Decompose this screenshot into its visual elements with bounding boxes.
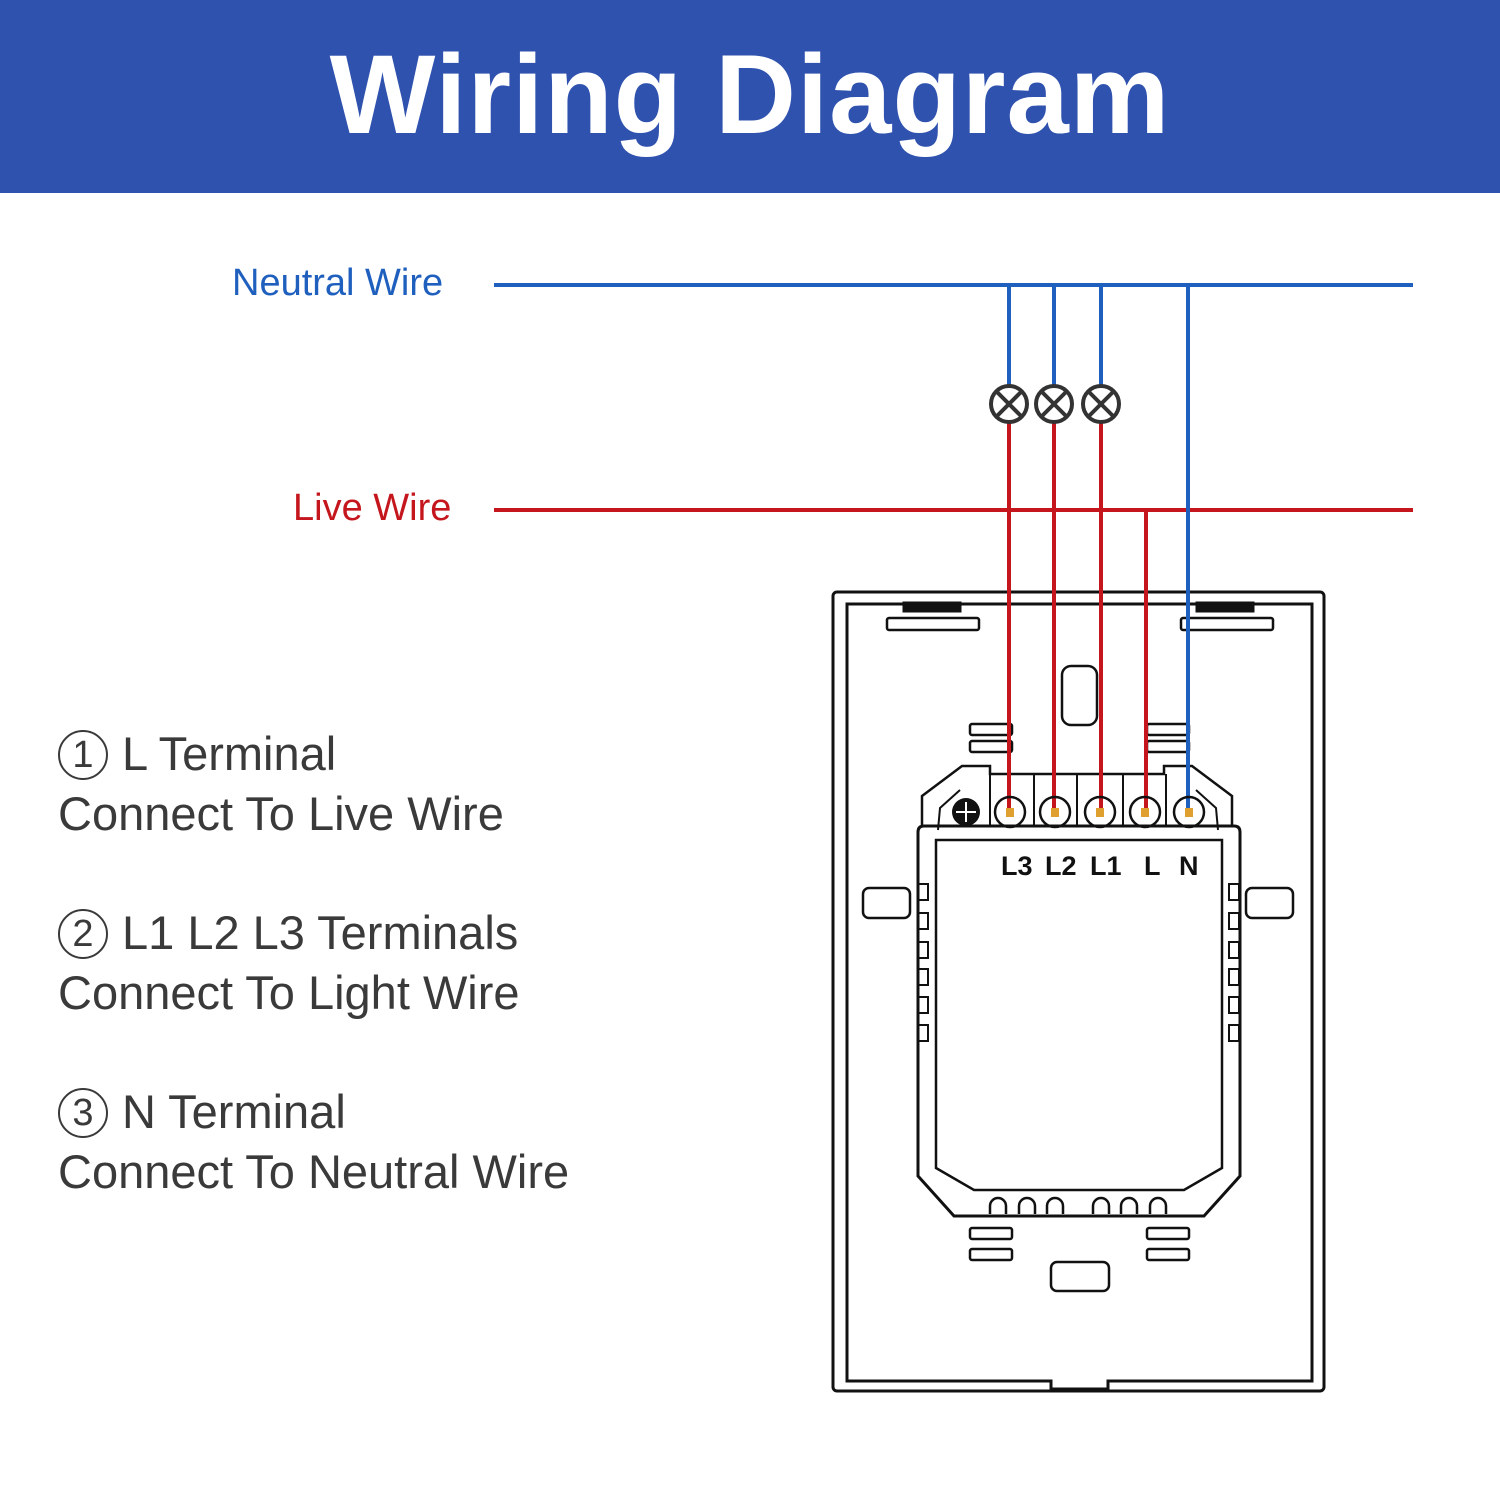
neutral-wire-label: Neutral Wire: [232, 262, 444, 304]
instruction-title-text: L Terminal: [122, 727, 337, 780]
live-wire-label: Live Wire: [293, 487, 452, 529]
terminal-label-l1: L1: [1090, 851, 1122, 881]
number-badge: 2: [58, 909, 108, 959]
terminal-label-l2: L2: [1045, 851, 1077, 881]
instruction-description: Connect To Neutral Wire: [58, 1145, 570, 1198]
instruction-title-text: L1 L2 L3 Terminals: [122, 906, 519, 959]
instruction-1: 1 L Terminal Connect To Live Wire: [58, 724, 569, 844]
outer-plate: [831, 590, 1326, 1393]
switch-body: [831, 590, 1326, 1393]
instruction-title: 3 N Terminal: [58, 1082, 569, 1142]
side-slot-left: [861, 886, 912, 920]
bottom-pins: [988, 1196, 1168, 1214]
number-badge: 3: [58, 1088, 108, 1138]
instruction-description: Connect To Light Wire: [58, 966, 520, 1019]
top-clip-left: [902, 601, 962, 613]
page-title: Wiring Diagram: [329, 32, 1171, 157]
instruction-title: 2 L1 L2 L3 Terminals: [58, 903, 569, 963]
side-slot-right: [1244, 886, 1295, 920]
terminal-l2: [1038, 795, 1072, 829]
terminal-label-l: L: [1144, 851, 1161, 881]
number-badge: 1: [58, 730, 108, 780]
terminals: [993, 795, 1206, 829]
instruction-2: 2 L1 L2 L3 Terminals Connect To Light Wir…: [58, 903, 569, 1023]
lamp-icon: [989, 384, 1029, 424]
instruction-description: Connect To Live Wire: [58, 787, 504, 840]
terminal-l: [1128, 795, 1162, 829]
light-wires: [1007, 422, 1148, 812]
lamp-icon: [1081, 384, 1121, 424]
instruction-3: 3 N Terminal Connect To Neutral Wire: [58, 1082, 569, 1202]
ground-screw-icon: [952, 798, 980, 826]
header-banner: Wiring Diagram: [0, 0, 1500, 193]
top-slot-right: [1179, 616, 1275, 632]
instruction-title-text: N Terminal: [122, 1085, 346, 1138]
terminal-l3: [993, 795, 1027, 829]
instructions: 1 L Terminal Connect To Live Wire 2 L1 L2 …: [58, 724, 569, 1261]
neutral-drops: [1007, 285, 1103, 387]
top-slot-left: [885, 616, 981, 632]
top-clip-right: [1195, 601, 1255, 613]
top-tab: [1060, 664, 1099, 727]
terminal-label-n: N: [1179, 851, 1199, 881]
terminal-l1: [1083, 795, 1117, 829]
bottom-tab: [1049, 1260, 1111, 1293]
instruction-title: 1 L Terminal: [58, 724, 569, 784]
terminal-label-l3: L3: [1001, 851, 1033, 881]
terminal-n: [1172, 795, 1206, 829]
lamp-icon: [1034, 384, 1074, 424]
inner-plate: [845, 602, 1314, 1391]
